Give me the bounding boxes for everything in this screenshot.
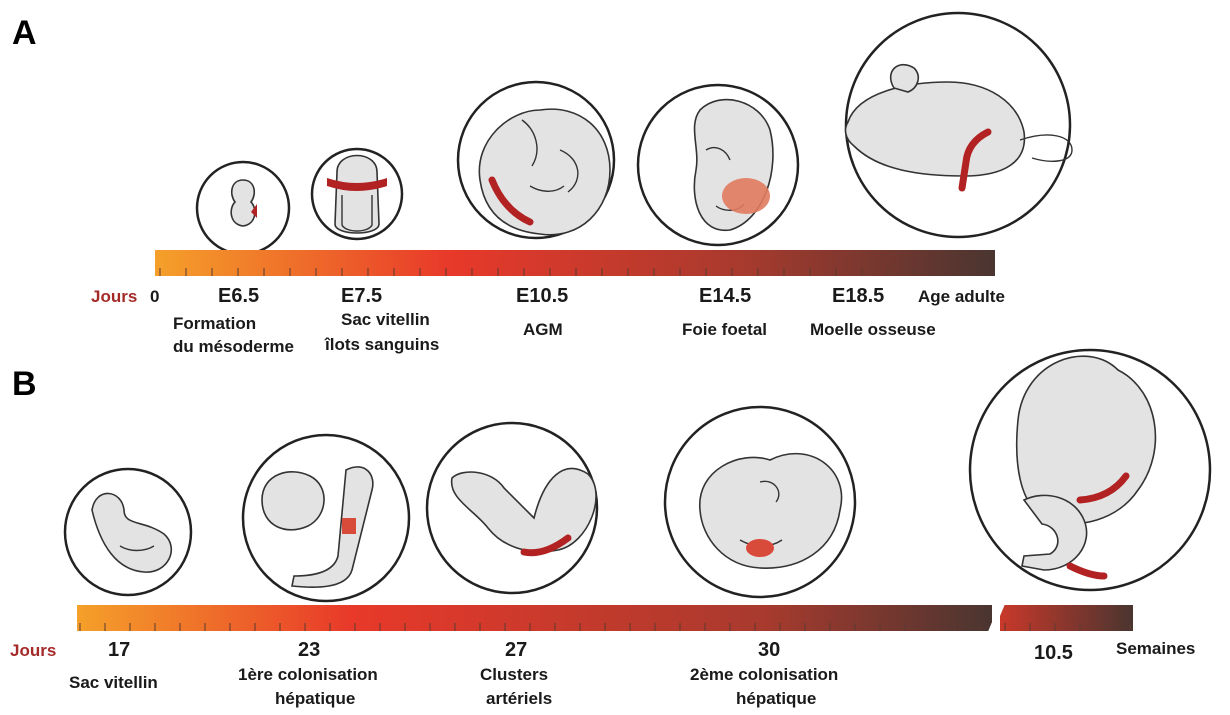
panel-b-letter: B [12,365,37,403]
b-day17-embryo-illustration [65,469,191,595]
b-day30-embryo-illustration [665,407,855,597]
a-caption-e75-line2: îlots sanguins [324,335,439,354]
a-e145-embryo-illustration [638,85,798,245]
panel-a-timeline-bar [155,250,995,276]
a-e105-embryo-illustration [458,82,614,238]
b-day23-embryo-illustration [243,435,409,601]
a-caption-e145: Foie foetal [682,320,767,339]
b-caption-23-line2: hépatique [275,689,355,708]
a-tick-e185: E18.5 [832,285,884,307]
a-tick-e75: E7.5 [341,285,382,307]
a-tick-e65: E6.5 [218,285,259,307]
a-tick-0: 0 [150,287,159,306]
b-caption-27-line2: artériels [486,689,552,708]
b-tick-17: 17 [108,639,130,661]
b-tick-27: 27 [505,639,527,661]
panel-a-letter: A [12,14,37,52]
b-tick-105: 10.5 [1034,642,1073,664]
b-end-unit: Semaines [1116,639,1195,658]
b-caption-27-line1: Clusters [480,665,548,684]
a-caption-e105: AGM [523,320,563,339]
a-caption-e75-line1: Sac vitellin [341,310,430,329]
a-tick-e105: E10.5 [516,285,568,307]
a-tick-e145: E14.5 [699,285,751,307]
b-caption-17: Sac vitellin [69,673,158,692]
b-day27-embryo-illustration [427,423,597,593]
b-week105-embryo-illustration [970,350,1210,590]
a-e75-embryo-illustration [312,149,402,239]
a-tick-adult: Age adulte [918,287,1005,306]
b-tick-23: 23 [298,639,320,661]
panel-a-axis-label: Jours [91,287,137,306]
b-tick-30: 30 [758,639,780,661]
b-caption-23-line1: 1ère colonisation [238,665,378,684]
b-caption-30-line2: hépatique [736,689,816,708]
a-caption-e65-line2: du mésoderme [173,337,294,356]
panel-b-axis-label: Jours [10,641,56,660]
a-adult-mouse-illustration [846,13,1072,237]
a-caption-e185: Moelle osseuse [810,320,936,339]
a-caption-e65-line1: Formation [173,314,256,333]
panel-b-timeline-bar-weeks [1000,605,1133,631]
b-caption-30-line1: 2ème colonisation [690,665,838,684]
a-e65-embryo-illustration [197,162,289,254]
